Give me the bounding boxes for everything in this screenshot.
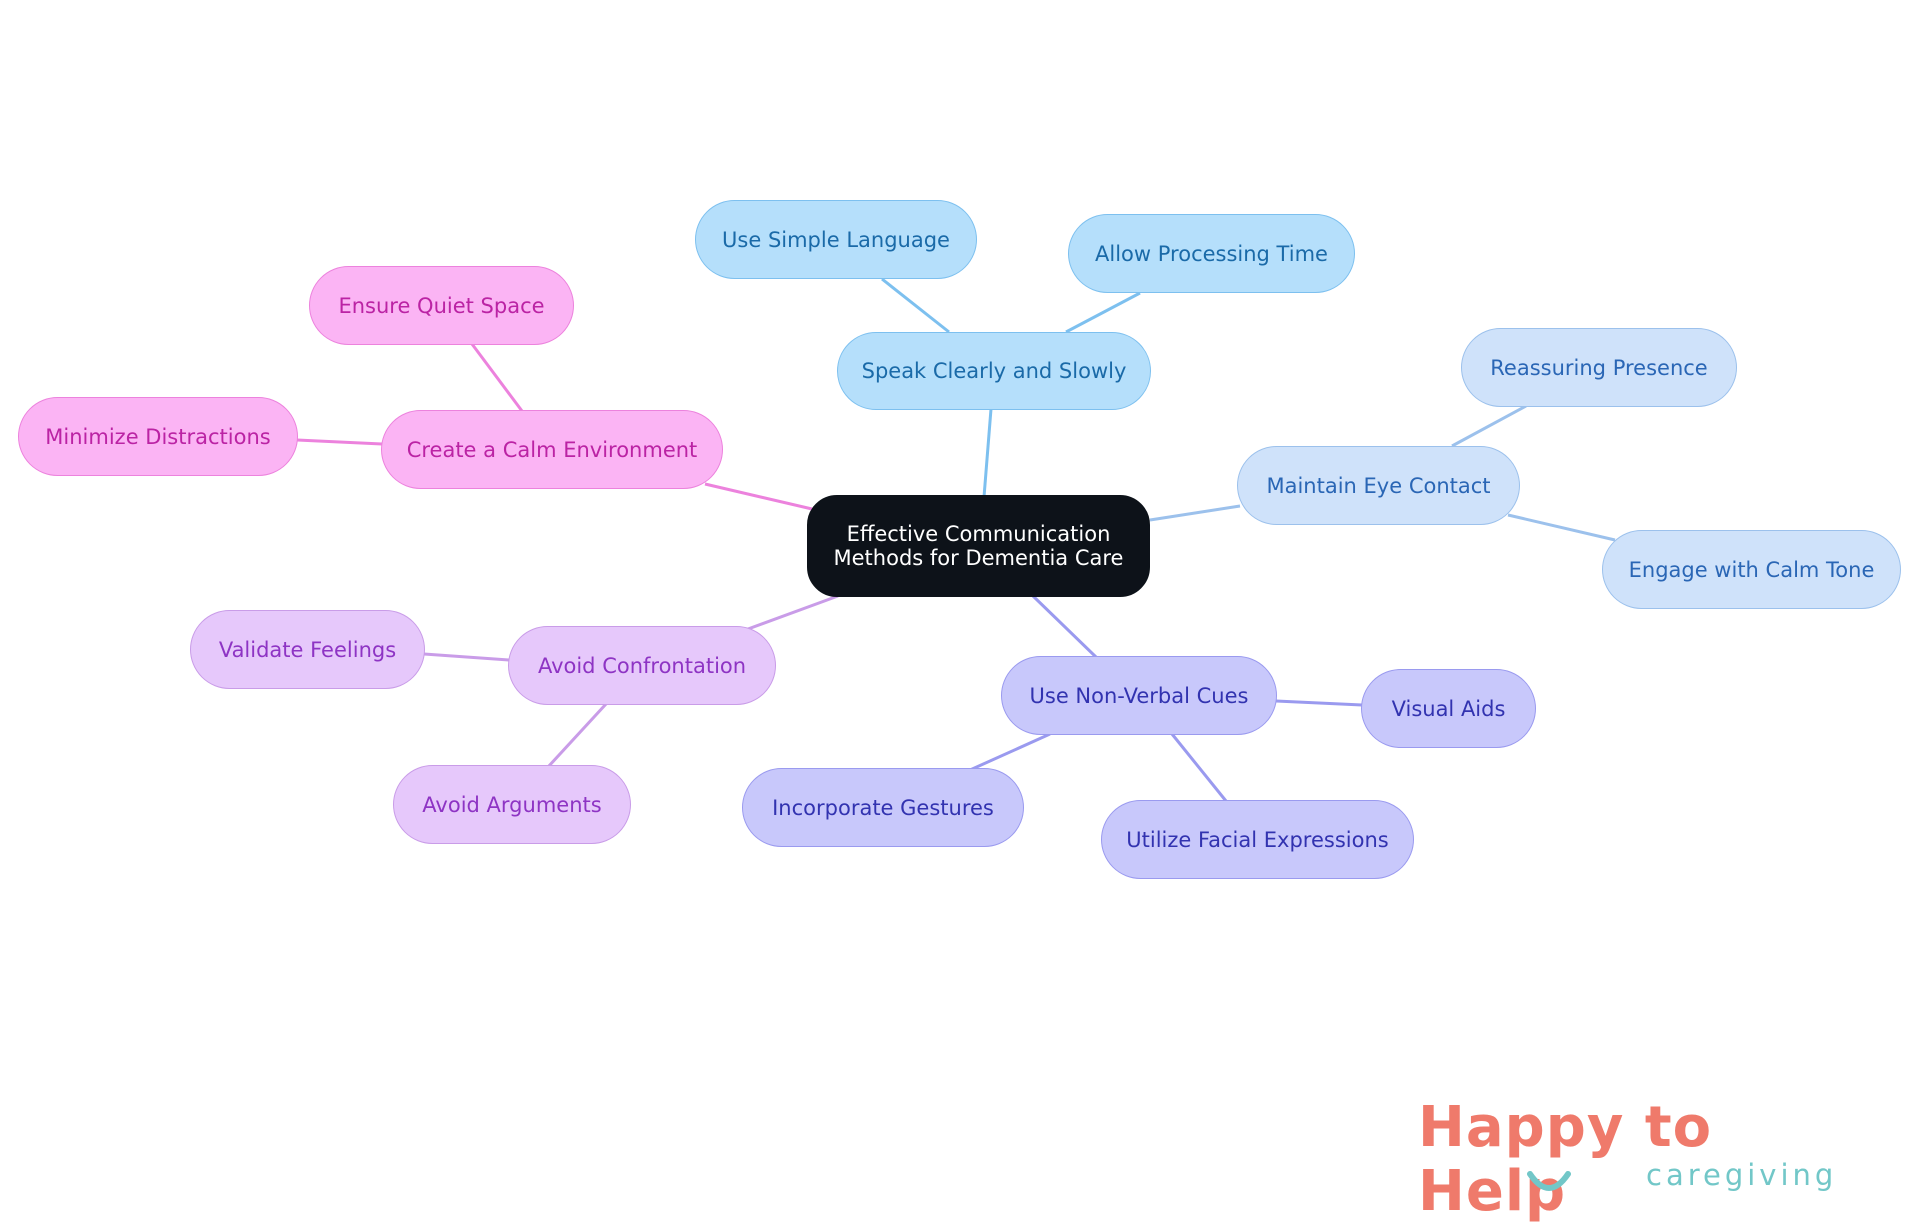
smile-icon xyxy=(1527,1171,1571,1191)
node-allow-processing-time[interactable]: Allow Processing Time xyxy=(1068,214,1355,293)
edge-root-calm xyxy=(704,482,813,511)
edge-root-nonverbal xyxy=(1031,594,1099,660)
node-utilize-facial-expressions[interactable]: Utilize Facial Expressions xyxy=(1101,800,1414,879)
edge-root-speak xyxy=(982,408,993,498)
logo-title: Happy to Help xyxy=(1418,1095,1713,1224)
node-validate-feelings[interactable]: Validate Feelings xyxy=(190,610,425,689)
edge-speak-simple xyxy=(881,277,950,334)
edge-avoid-arguments xyxy=(546,702,608,769)
edge-nonverbal-gestures xyxy=(969,732,1051,772)
edge-calm-quiet xyxy=(470,343,524,412)
node-create-calm-environment[interactable]: Create a Calm Environment xyxy=(381,410,723,489)
edge-root-avoid xyxy=(747,594,839,631)
node-minimize-distractions[interactable]: Minimize Distractions xyxy=(18,397,298,476)
node-visual-aids[interactable]: Visual Aids xyxy=(1361,669,1536,748)
happy-to-help-logo: Happy to Help caregiving xyxy=(1418,1096,1878,1224)
node-engage-calm-tone[interactable]: Engage with Calm Tone xyxy=(1602,530,1901,609)
node-maintain-eye-contact[interactable]: Maintain Eye Contact xyxy=(1237,446,1520,525)
root-label-line1: Effective Communication xyxy=(846,522,1111,546)
node-use-non-verbal-cues[interactable]: Use Non-Verbal Cues xyxy=(1001,656,1277,735)
node-use-simple-language[interactable]: Use Simple Language xyxy=(695,200,977,279)
node-avoid-arguments[interactable]: Avoid Arguments xyxy=(393,765,631,844)
node-speak-clearly[interactable]: Speak Clearly and Slowly xyxy=(837,332,1151,410)
edge-nonverbal-visual xyxy=(1275,699,1363,707)
root-node[interactable]: Effective Communication Methods for Deme… xyxy=(807,495,1150,597)
edge-root-eye xyxy=(1149,504,1241,522)
edge-eye-reassuring xyxy=(1451,404,1527,448)
edge-eye-calmtone xyxy=(1507,513,1616,542)
logo-subtitle: caregiving xyxy=(1646,1158,1838,1192)
edge-speak-processing xyxy=(1065,291,1141,334)
edge-calm-distractions xyxy=(296,438,384,446)
node-avoid-confrontation[interactable]: Avoid Confrontation xyxy=(508,626,776,705)
edge-avoid-validate xyxy=(423,652,510,662)
node-incorporate-gestures[interactable]: Incorporate Gestures xyxy=(742,768,1024,847)
edge-nonverbal-facial xyxy=(1170,733,1228,802)
node-reassuring-presence[interactable]: Reassuring Presence xyxy=(1461,328,1737,407)
root-label-line2: Methods for Dementia Care xyxy=(833,546,1124,570)
node-ensure-quiet-space[interactable]: Ensure Quiet Space xyxy=(309,266,574,345)
